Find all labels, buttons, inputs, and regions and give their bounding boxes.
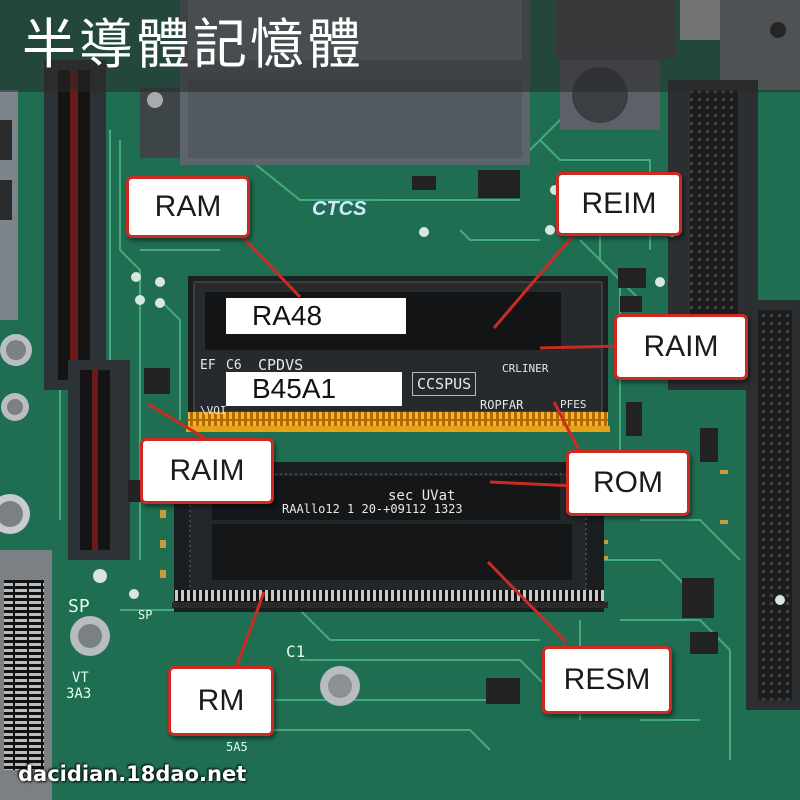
top-code-text: CPDVS [258,356,304,374]
board-marking-sp: SP [68,596,90,617]
marking-ef: EF [200,358,216,373]
page-title: 半導體記憶體 [22,13,364,76]
ram-upper-label: RA48 [226,298,406,334]
marking-mid: CRLINER [502,362,549,375]
callout-ram: RAM [126,176,250,238]
expansion-slot-left-1 [44,60,106,390]
pcie-slot-right-lower [746,300,800,710]
title-bar [0,0,800,92]
board-marking-5a5: 5A5 [226,740,248,754]
small-chips [128,170,718,710]
right-code-text: ROPFAR [480,398,524,412]
callout-resm: RESM [542,646,672,714]
marking-c6: C6 [226,358,242,373]
io-bracket [0,90,18,320]
callout-reim: REIM [556,172,682,236]
lower-serial-text: RAAllo12 1 20-+09112 1323 [282,502,463,516]
callout-rm: RM [168,666,274,736]
marking-vo: \VOI [200,404,227,417]
board-marking-3a3: 3A3 [66,686,92,702]
callout-raim-right: RAIM [614,314,748,380]
marking-pf: PFES [560,398,587,411]
brand-marking: CTCS [312,198,367,220]
left-capacitors [0,334,360,706]
expansion-slot-left-2 [68,360,130,560]
callout-raim-left: RAIM [140,438,274,504]
board-marking-vt: VT [72,670,89,686]
lower-code-text: sec UVat [388,488,456,504]
callout-rom: ROM [566,450,690,516]
ram-lower-label: B45A1 [226,372,402,406]
board-marking-c1: C1 [286,642,306,661]
chip-badge: CCSPUS [412,372,477,396]
watermark: dacidian.18dao.net [18,762,247,786]
board-marking-sp-2: SP [138,608,153,622]
